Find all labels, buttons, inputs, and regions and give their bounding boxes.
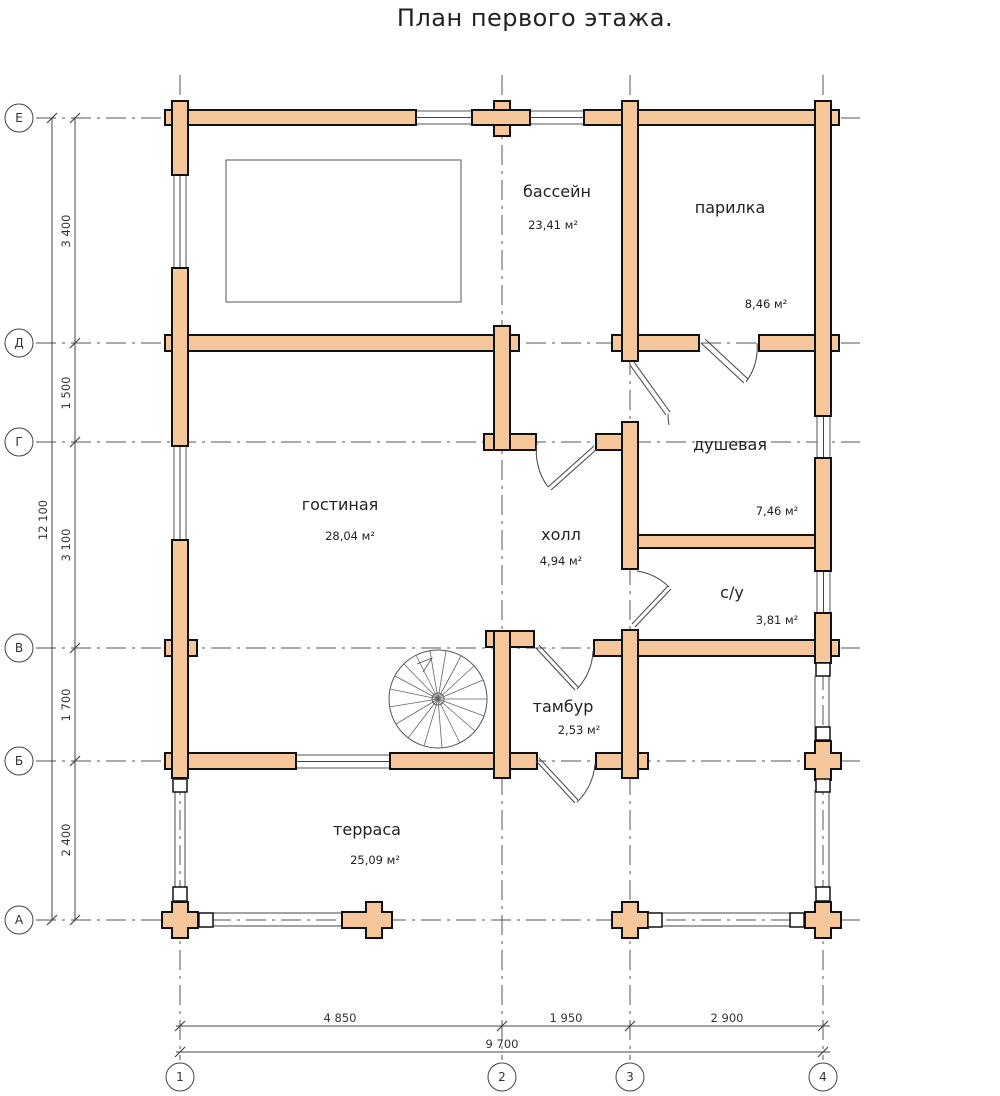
terrace-railing bbox=[174, 676, 830, 927]
row-label-a: А bbox=[15, 913, 24, 927]
row-label-v: В bbox=[15, 641, 23, 655]
row-bubble-a bbox=[4, 905, 34, 935]
door-wc bbox=[631, 585, 669, 625]
room-area-terrace: 25,09 м² bbox=[350, 853, 400, 867]
row-bubbles: Е Д Г В Б А bbox=[4, 103, 34, 935]
row-label-d: Д bbox=[14, 336, 23, 350]
column-label-1: 1 bbox=[176, 1070, 184, 1084]
column-label-4: 4 bbox=[819, 1070, 827, 1084]
spiral-staircase bbox=[388, 649, 488, 749]
vertical-dimensions: 12 100 3 400 1 500 3 100 1 700 2 400 bbox=[36, 112, 81, 926]
door-entrance bbox=[535, 760, 576, 804]
row-label-b: Б bbox=[15, 754, 23, 768]
doors bbox=[535, 338, 758, 804]
horizontal-dimensions: 4 850 1 950 2 900 9 700 bbox=[174, 1011, 830, 1058]
column-bubble-3 bbox=[615, 1062, 645, 1092]
dim-horizontal-1: 4 850 bbox=[324, 1011, 357, 1025]
dim-horizontal-total: 9 700 bbox=[486, 1037, 519, 1051]
room-area-pool: 23,41 м² bbox=[528, 218, 578, 232]
pool-basin bbox=[225, 159, 462, 303]
column-bubble-2 bbox=[487, 1062, 517, 1092]
door-sauna bbox=[700, 342, 745, 384]
room-name-wc: с/у bbox=[720, 583, 744, 602]
dim-horizontal-2: 1 950 bbox=[550, 1011, 583, 1025]
row-bubble-b bbox=[4, 746, 34, 776]
room-name-pool: бассейн bbox=[523, 182, 591, 201]
axis-lines bbox=[36, 75, 860, 1060]
door-shower bbox=[629, 364, 667, 416]
room-labels: бассейн 23,41 м² парилка 8,46 м² душевая… bbox=[302, 182, 799, 867]
room-name-terrace: терраса bbox=[333, 820, 401, 839]
door-vestibule bbox=[535, 647, 576, 691]
post-a2 bbox=[341, 901, 393, 939]
column-label-2: 2 bbox=[498, 1070, 506, 1084]
room-name-hall: холл bbox=[541, 525, 581, 544]
room-area-shower: 7,46 м² bbox=[756, 504, 799, 518]
room-name-sauna: парилка bbox=[695, 198, 766, 217]
room-area-hall: 4,94 м² bbox=[540, 554, 583, 568]
room-area-wc: 3,81 м² bbox=[756, 613, 799, 627]
room-area-vestibule: 2,53 м² bbox=[558, 723, 601, 737]
dim-vertical-2: 1 500 bbox=[59, 377, 73, 410]
post-a1 bbox=[161, 901, 199, 939]
column-bubble-4 bbox=[808, 1062, 838, 1092]
row-label-e: Е bbox=[15, 111, 23, 125]
room-name-vestibule: тамбур bbox=[533, 697, 594, 716]
room-area-living: 28,04 м² bbox=[325, 529, 375, 543]
row-bubble-v bbox=[4, 633, 34, 663]
column-label-3: 3 bbox=[626, 1070, 634, 1084]
dim-vertical-total: 12 100 bbox=[36, 500, 50, 540]
room-name-living: гостиная bbox=[302, 495, 379, 514]
dim-vertical-1: 3 400 bbox=[59, 215, 73, 248]
row-label-g: Г bbox=[15, 435, 22, 449]
column-bubble-1 bbox=[165, 1062, 195, 1092]
dim-vertical-3: 3 100 bbox=[59, 529, 73, 562]
dim-horizontal-3: 2 900 bbox=[711, 1011, 744, 1025]
terrace-posts bbox=[161, 740, 842, 939]
row-bubble-g bbox=[4, 427, 34, 457]
room-area-sauna: 8,46 м² bbox=[745, 297, 788, 311]
room-name-shower: душевая bbox=[693, 435, 767, 454]
dim-vertical-5: 2 400 bbox=[59, 824, 73, 857]
walls bbox=[164, 100, 840, 779]
post-b4 bbox=[804, 740, 842, 781]
column-bubbles: 1 2 3 4 bbox=[165, 1062, 838, 1092]
post-a4 bbox=[804, 901, 842, 939]
door-living bbox=[547, 445, 595, 488]
post-a3 bbox=[611, 901, 649, 939]
row-bubble-d bbox=[4, 328, 34, 358]
plan-title: План первого этажа. bbox=[396, 4, 674, 32]
dim-vertical-4: 1 700 bbox=[59, 689, 73, 722]
row-bubble-e bbox=[4, 103, 34, 133]
post-caps bbox=[172, 662, 831, 928]
